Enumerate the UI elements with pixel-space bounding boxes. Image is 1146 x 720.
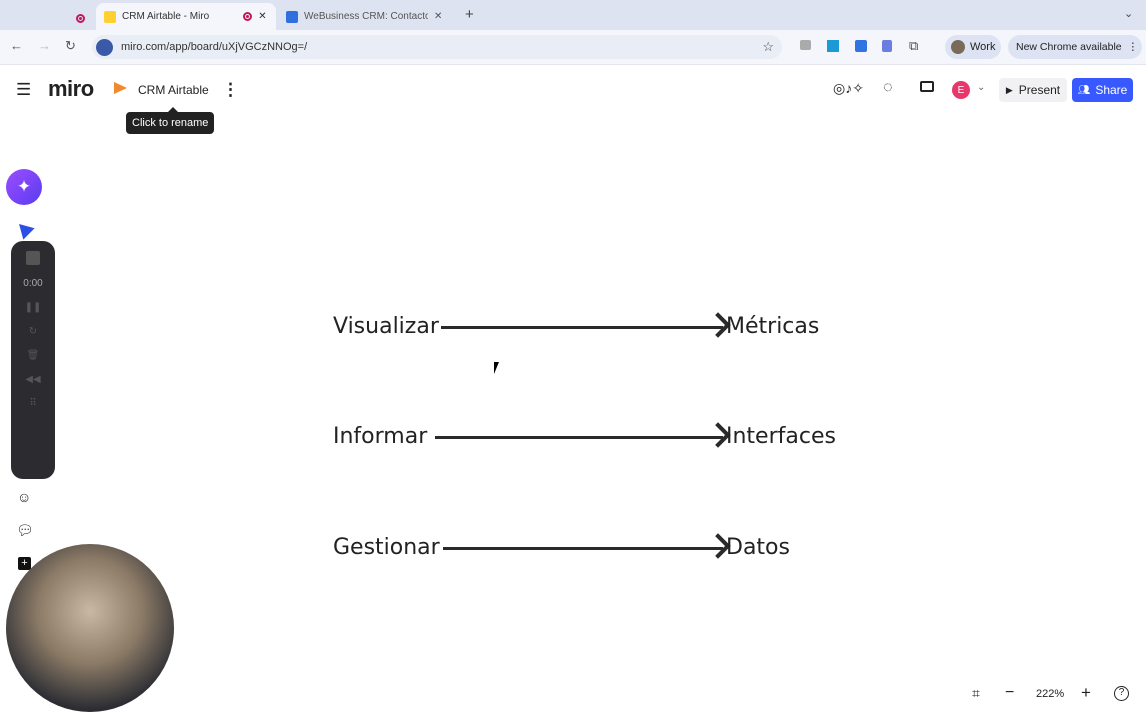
present-button[interactable]: ▶ Present xyxy=(999,78,1067,102)
tab-title: CRM Airtable - Miro xyxy=(122,11,210,22)
board-text-datos[interactable]: Datos xyxy=(726,535,790,560)
comment-icon[interactable]: 💬︎ xyxy=(16,522,34,538)
board-text-interfaces[interactable]: Interfaces xyxy=(726,424,836,449)
close-tab-icon[interactable]: ✕ xyxy=(258,11,267,22)
zoom-out-icon[interactable]: − xyxy=(1005,684,1015,701)
ai-sparkle-button[interactable]: ✦ xyxy=(6,169,42,205)
stop-icon[interactable] xyxy=(26,251,40,265)
play-icon: ▶ xyxy=(1005,84,1013,95)
connector-arrow[interactable] xyxy=(441,326,723,329)
recording-time: 0:00 xyxy=(23,278,43,289)
profile-label: Work xyxy=(970,41,996,53)
extensions-puzzle-icon[interactable]: ⧉ xyxy=(909,38,919,53)
comments-icon[interactable]: ◌ xyxy=(883,79,893,96)
recording-icon xyxy=(243,12,253,21)
recording-panel: 0:00 ❚❚ ↻ 🗑︎ ◀◀ ⠿ xyxy=(11,241,55,479)
extension-icon[interactable] xyxy=(855,40,867,52)
miro-header: ☰ miro CRM Airtable ⋮ ◎♪✧ ◌ E ⌄ ▶ Present… xyxy=(0,66,1146,114)
share-label: Share xyxy=(1095,83,1128,97)
board-text-informar[interactable]: Informar xyxy=(333,424,428,449)
fit-to-screen-icon[interactable]: ⌗ xyxy=(972,685,980,701)
site-info-icon[interactable] xyxy=(96,38,113,56)
rename-tooltip: Click to rename xyxy=(126,107,215,134)
extension-icon[interactable] xyxy=(827,40,839,52)
board-text-metricas[interactable]: Métricas xyxy=(726,314,820,339)
pause-icon[interactable]: ❚❚ xyxy=(24,302,42,313)
board-name[interactable]: CRM Airtable xyxy=(138,83,209,97)
new-tab-icon[interactable]: + xyxy=(465,6,474,23)
profile-button[interactable]: Work xyxy=(945,35,1001,59)
chrome-update-button[interactable]: New Chrome available ⋮ xyxy=(1008,35,1142,59)
sticker-icon[interactable]: ☺ xyxy=(17,489,32,505)
people-icon: 👥︎ xyxy=(1077,84,1091,96)
bookmark-star-icon[interactable]: ☆ xyxy=(762,39,774,54)
select-tool-icon[interactable] xyxy=(13,218,35,240)
board-icon xyxy=(114,82,127,94)
tab-title: WeBusiness CRM: Contactos xyxy=(304,11,428,22)
menu-kebab-icon: ⋮ xyxy=(1127,41,1139,53)
tab-crm-airtable-miro[interactable]: CRM Airtable - Miro ✕ xyxy=(96,3,276,30)
board-text-gestionar[interactable]: Gestionar xyxy=(333,535,440,560)
mouse-cursor-icon xyxy=(494,362,504,374)
camera-extension-icon[interactable] xyxy=(800,40,811,50)
board-text-visualizar[interactable]: Visualizar xyxy=(333,314,439,339)
address-bar-row: ← → ↻ miro.com/app/board/uXjVGCzNNOg=/ ☆… xyxy=(0,30,1146,65)
video-call-icon[interactable] xyxy=(920,81,934,92)
back-icon[interactable]: ← xyxy=(10,38,23,53)
webcam-overlay xyxy=(6,544,174,712)
connector-arrow[interactable] xyxy=(435,436,723,439)
tab-webusiness-crm[interactable]: WeBusiness CRM: Contactos ✕ xyxy=(278,3,458,30)
miro-favicon-icon xyxy=(104,10,116,23)
delete-icon[interactable]: 🗑︎ xyxy=(26,350,40,361)
user-avatar[interactable]: E xyxy=(952,81,970,99)
chart-favicon-icon xyxy=(286,10,298,23)
zoom-level[interactable]: 222% xyxy=(1036,688,1065,700)
restart-icon[interactable]: ↻ xyxy=(28,326,38,337)
update-label: New Chrome available xyxy=(1016,41,1122,53)
present-label: Present xyxy=(1018,83,1061,97)
rewind-icon[interactable]: ◀◀ xyxy=(25,374,41,385)
miro-logo[interactable]: miro xyxy=(48,76,94,101)
share-button[interactable]: 👥︎ Share xyxy=(1072,78,1133,102)
profile-avatar xyxy=(951,40,965,54)
connector-arrow[interactable] xyxy=(443,547,723,550)
main-menu-icon[interactable]: ☰ xyxy=(16,80,32,99)
collaborators-chevron-icon[interactable]: ⌄ xyxy=(977,82,986,93)
forward-icon[interactable]: → xyxy=(38,38,51,53)
url-field[interactable]: miro.com/app/board/uXjVGCzNNOg=/ ☆ xyxy=(92,35,782,59)
browser-tab-bar: CRM Airtable - Miro ✕ WeBusiness CRM: Co… xyxy=(0,0,1146,30)
reactions-icon[interactable]: ◎♪✧ xyxy=(833,80,864,96)
docs-extension-icon[interactable] xyxy=(882,40,892,52)
drag-grid-icon[interactable]: ⠿ xyxy=(29,398,37,409)
zoom-in-icon[interactable]: + xyxy=(1081,683,1091,702)
close-tab-icon[interactable]: ✕ xyxy=(434,11,443,22)
recording-icon xyxy=(76,14,85,23)
help-icon[interactable]: ? xyxy=(1114,686,1129,701)
url-text: miro.com/app/board/uXjVGCzNNOg=/ xyxy=(121,41,308,53)
tab-search-chevron-icon[interactable]: ⌄ xyxy=(1124,8,1134,20)
add-tool-icon[interactable]: + xyxy=(18,557,31,570)
reload-icon[interactable]: ↻ xyxy=(65,38,76,53)
board-menu-icon[interactable]: ⋮ xyxy=(222,80,239,99)
